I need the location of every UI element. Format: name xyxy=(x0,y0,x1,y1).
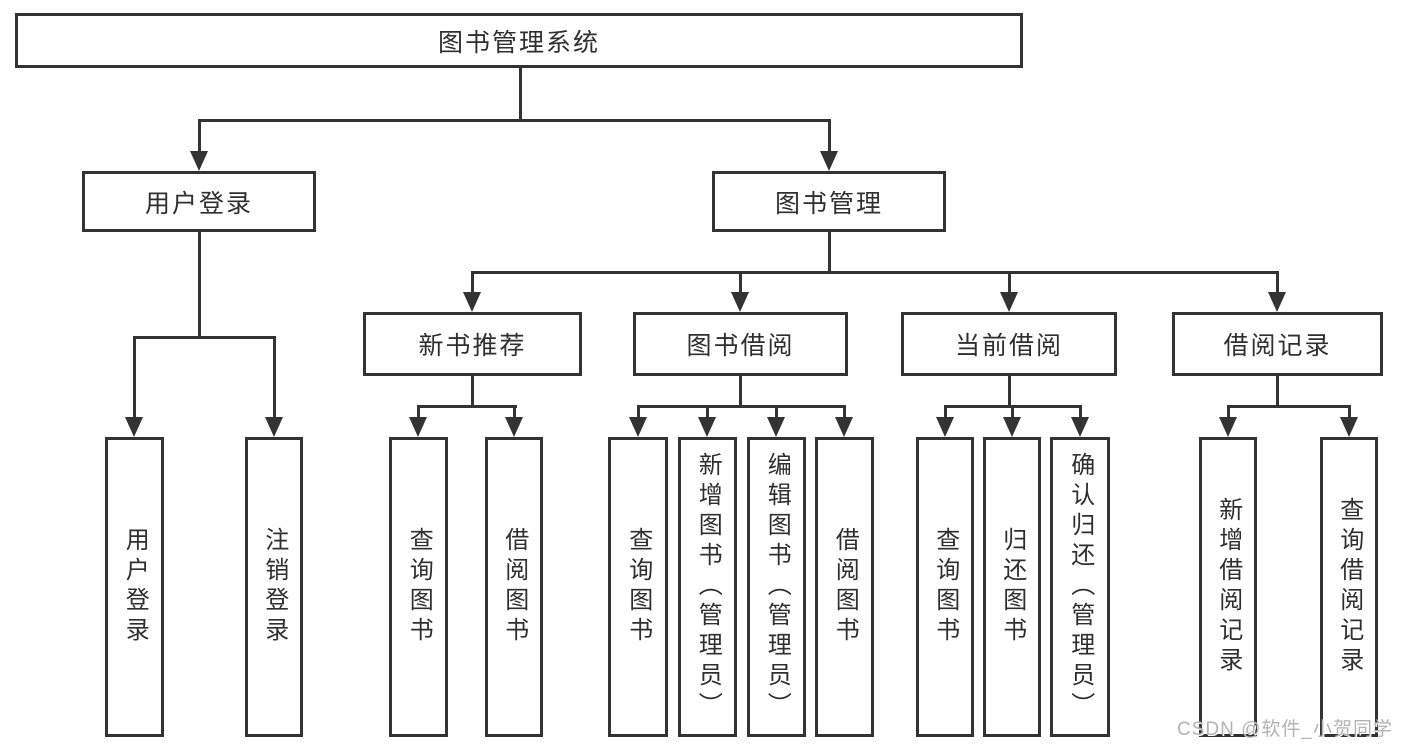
connector-line xyxy=(828,119,831,155)
leaf-edit-book-admin: 编辑图书（管理员） xyxy=(747,437,806,737)
leaf-query-book-borrowing: 查询图书 xyxy=(608,437,668,737)
leaf-add-book-admin: 新增图书（管理员） xyxy=(678,437,737,737)
node-new-book-recommendation: 新书推荐 xyxy=(363,312,582,376)
node-current-borrowing: 当前借阅 xyxy=(901,312,1117,376)
connector-line xyxy=(133,336,136,418)
leaf-add-borrow-record: 新增借阅记录 xyxy=(1199,437,1257,737)
arrow-down-icon xyxy=(190,151,208,171)
connector-line xyxy=(198,119,831,122)
connector-line xyxy=(828,232,831,274)
connector-line xyxy=(1276,376,1279,408)
arrow-down-icon xyxy=(409,417,427,437)
arrow-down-icon xyxy=(1340,417,1358,437)
node-user-login: 用户登录 xyxy=(82,171,316,232)
arrow-down-icon xyxy=(125,417,143,437)
connector-line xyxy=(944,405,947,419)
leaf-query-book-recommend: 查询图书 xyxy=(389,437,448,737)
connector-line xyxy=(637,405,640,419)
connector-line xyxy=(1276,271,1279,295)
arrow-down-icon xyxy=(820,151,838,171)
arrow-down-icon xyxy=(1071,417,1089,437)
node-library-management-system: 图书管理系统 xyxy=(15,13,1023,68)
arrow-down-icon xyxy=(265,417,283,437)
arrow-down-icon xyxy=(1003,417,1021,437)
arrow-down-icon xyxy=(1219,417,1237,437)
arrow-down-icon xyxy=(936,417,954,437)
connector-line xyxy=(1079,405,1082,419)
arrow-down-icon xyxy=(1000,292,1018,312)
connector-line xyxy=(417,405,420,419)
connector-line xyxy=(133,336,276,339)
connector-line xyxy=(471,271,1279,274)
leaf-query-borrow-record: 查询借阅记录 xyxy=(1320,437,1378,737)
connector-line xyxy=(1008,376,1011,408)
connector-line xyxy=(1348,405,1351,419)
connector-line xyxy=(706,405,709,419)
arrow-down-icon xyxy=(505,417,523,437)
connector-line xyxy=(775,405,778,419)
watermark: CSDN @软件_小贺同学 xyxy=(1177,719,1393,740)
connector-line xyxy=(417,405,517,408)
leaf-logout: 注销登录 xyxy=(245,437,303,737)
arrow-down-icon xyxy=(463,292,481,312)
leaf-query-book-current: 查询图书 xyxy=(916,437,974,737)
connector-line xyxy=(273,336,276,418)
leaf-confirm-return-admin: 确认归还（管理员） xyxy=(1050,437,1110,737)
node-book-management: 图书管理 xyxy=(712,171,946,232)
arrow-down-icon xyxy=(629,417,647,437)
connector-line xyxy=(637,405,846,408)
connector-line xyxy=(739,271,742,295)
arrow-down-icon xyxy=(731,292,749,312)
leaf-return-book: 归还图书 xyxy=(983,437,1041,737)
node-book-borrowing: 图书借阅 xyxy=(633,312,848,376)
leaf-user-login: 用户登录 xyxy=(105,437,164,737)
connector-line xyxy=(1011,405,1014,419)
arrow-down-icon xyxy=(698,417,716,437)
leaf-borrow-book-recommend: 借阅图书 xyxy=(485,437,543,737)
connector-line xyxy=(471,376,474,408)
connector-line xyxy=(519,68,522,122)
connector-line xyxy=(1227,405,1351,408)
arrow-down-icon xyxy=(835,417,853,437)
arrow-down-icon xyxy=(767,417,785,437)
connector-line xyxy=(739,376,742,408)
connector-line xyxy=(513,405,516,419)
connector-line xyxy=(198,232,201,339)
node-borrowing-records: 借阅记录 xyxy=(1172,312,1383,376)
connector-line xyxy=(471,271,474,295)
connector-line xyxy=(843,405,846,419)
arrow-down-icon xyxy=(1268,292,1286,312)
connector-line xyxy=(198,119,201,155)
connector-line xyxy=(1008,271,1011,295)
leaf-borrow-book-borrowing: 借阅图书 xyxy=(815,437,874,737)
connector-line xyxy=(1227,405,1230,419)
